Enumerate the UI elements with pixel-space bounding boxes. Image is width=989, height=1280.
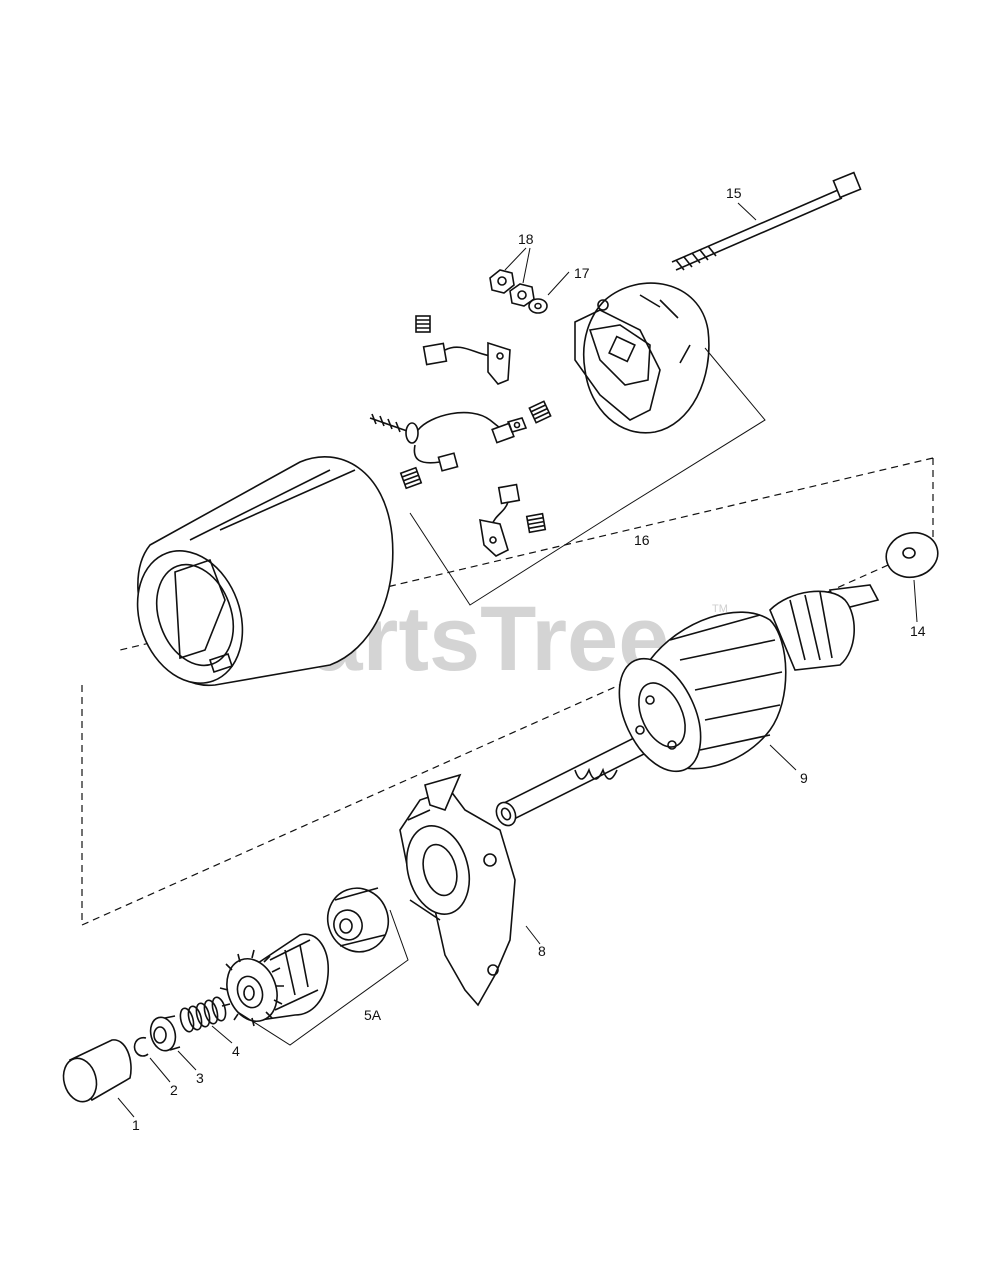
dashed-alignment-outline [81, 457, 934, 926]
part-14-thrust-washer[interactable] [881, 527, 943, 583]
leader-9 [769, 744, 797, 771]
leader-1 [117, 1097, 135, 1118]
part-18-nuts[interactable] [489, 269, 535, 307]
callout-3: 3 [196, 1070, 204, 1086]
part-15-through-bolt[interactable] [671, 171, 862, 271]
callout-4: 4 [232, 1043, 240, 1059]
callout-14: 14 [910, 623, 926, 639]
part-8-drive-end-bracket[interactable] [397, 773, 516, 1007]
part-4-spring[interactable] [178, 996, 228, 1033]
bracket-16-upper [619, 347, 766, 511]
callout-1: 1 [132, 1117, 140, 1133]
leader-18a [504, 247, 527, 271]
part-9-armature[interactable] [493, 584, 880, 829]
part-16-brush-set[interactable] [369, 315, 552, 557]
leader-15 [737, 202, 757, 221]
callout-9: 9 [800, 770, 808, 786]
part-3-stop-collar[interactable] [147, 1014, 181, 1053]
watermark-tm: TM [712, 603, 728, 615]
callout-2: 2 [170, 1082, 178, 1098]
callout-18: 18 [518, 231, 534, 247]
leader-17 [547, 271, 570, 296]
part-5a-drive-assembly[interactable] [219, 880, 398, 1029]
leader-2 [149, 1057, 171, 1083]
callout-8: 8 [538, 943, 546, 959]
part-1-dust-cap[interactable] [59, 1039, 132, 1106]
brush-end-cap[interactable] [574, 282, 710, 434]
leader-14 [913, 579, 918, 623]
bracket-5a [237, 909, 409, 1046]
callout-17: 17 [574, 265, 590, 281]
callout-5a: 5A [364, 1007, 382, 1023]
callout-16: 16 [634, 532, 650, 548]
part-17-washer[interactable] [528, 298, 548, 314]
leader-8 [525, 925, 541, 945]
leader-18b [522, 247, 531, 284]
bracket-16-lower [409, 509, 621, 606]
callout-15: 15 [726, 185, 742, 201]
field-frame-housing[interactable] [120, 456, 394, 698]
leader-3 [177, 1050, 197, 1071]
part-2-retaining-ring[interactable] [133, 1036, 149, 1057]
leader-4 [211, 1025, 233, 1044]
